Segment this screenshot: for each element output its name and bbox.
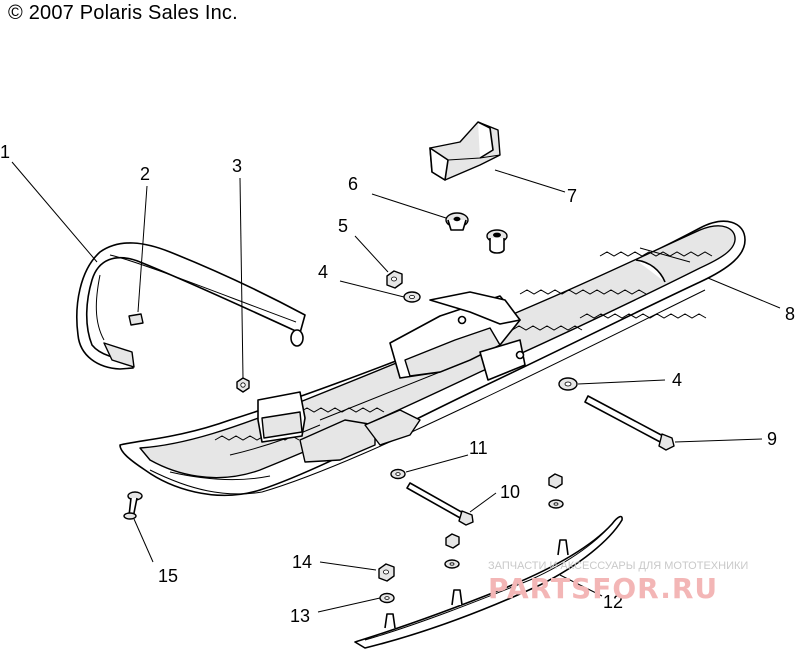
nut-item-5 bbox=[386, 270, 403, 289]
bolt-item-15 bbox=[123, 491, 143, 520]
callout-11: 11 bbox=[469, 438, 488, 458]
bolt-item-10 bbox=[406, 482, 474, 526]
callout-14: 14 bbox=[292, 552, 312, 572]
watermark: ЗАПЧАСТИ И АКСЕССУАРЫ ДЛЯ МОТОТЕХНИКИ PA… bbox=[488, 560, 748, 605]
leader-lines bbox=[11, 161, 781, 613]
ski-body bbox=[119, 220, 746, 497]
callout-3: 3 bbox=[232, 156, 242, 176]
washer-item-13 bbox=[379, 592, 395, 604]
washer-item-11 bbox=[390, 468, 406, 480]
callout-5: 5 bbox=[338, 216, 348, 236]
callout-12: 12 bbox=[603, 592, 623, 612]
callout-10: 10 bbox=[500, 482, 520, 502]
nut-item-14 bbox=[378, 563, 395, 582]
callout-4b: 4 bbox=[672, 370, 682, 390]
carbide-runner bbox=[354, 515, 623, 649]
callout-13: 13 bbox=[290, 606, 310, 626]
wear-pad bbox=[128, 313, 144, 326]
callout-6: 6 bbox=[348, 174, 358, 194]
washer-item-4-top bbox=[403, 291, 421, 303]
callouts: 1 2 3 4 4 5 6 7 8 9 10 11 12 13 14 15 bbox=[0, 142, 795, 626]
bushing bbox=[486, 229, 508, 254]
callout-15: 15 bbox=[158, 566, 178, 586]
watermark-logo-text: PARTSFOR.RU bbox=[488, 572, 718, 605]
callout-2: 2 bbox=[140, 164, 150, 184]
nut-item-3 bbox=[236, 377, 250, 393]
watermark-tagline: ЗАПЧАСТИ И АКСЕССУАРЫ ДЛЯ МОТОТЕХНИКИ bbox=[488, 560, 748, 572]
callout-8: 8 bbox=[785, 304, 795, 324]
callout-4a: 4 bbox=[318, 262, 328, 282]
ski-handle bbox=[76, 242, 306, 370]
runner-hardware-stack bbox=[444, 473, 564, 569]
callout-9: 9 bbox=[767, 429, 777, 449]
screw-item-6 bbox=[445, 212, 469, 231]
callout-7: 7 bbox=[567, 186, 577, 206]
bolt-item-9 bbox=[584, 395, 675, 451]
copyright-text: © 2007 Polaris Sales Inc. bbox=[8, 2, 238, 24]
callout-1: 1 bbox=[0, 142, 10, 162]
washer-item-4-right bbox=[558, 377, 578, 391]
saddle-block bbox=[429, 121, 501, 181]
